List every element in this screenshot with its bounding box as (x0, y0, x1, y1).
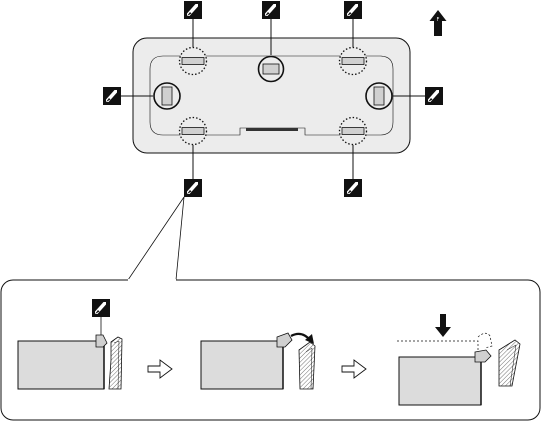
step-arrow-2 (341, 359, 367, 379)
forward-label: F (437, 17, 440, 23)
detail-step-2 (200, 332, 316, 390)
tool-icon-top-right (344, 1, 362, 19)
detail-step-1 (17, 299, 123, 390)
tool-icon-top-center (262, 1, 280, 19)
clip-bottom-right (338, 116, 368, 146)
detail-callout-lines (18, 196, 522, 281)
tool-icon-right (425, 87, 443, 105)
tool-icon-top-left (184, 1, 202, 19)
step-arrow-1 (147, 359, 173, 379)
tool-icon-bottom-left (184, 179, 202, 197)
clip-top-center (257, 55, 285, 83)
press-down-arrow-icon (435, 314, 451, 337)
clip-bottom-left (178, 116, 208, 146)
panel-slot (246, 128, 298, 131)
leader-lines (121, 19, 425, 179)
detail-step-3 (397, 314, 521, 406)
clip-right (365, 82, 393, 110)
forward-arrow-icon: F (429, 10, 447, 36)
detail-tool-icon (92, 299, 110, 317)
clip-top-left (178, 46, 208, 76)
clip-top-right (338, 46, 368, 76)
clip-left (153, 82, 181, 110)
tool-icon-bottom-right (344, 179, 362, 197)
tool-icon-left (103, 87, 121, 105)
